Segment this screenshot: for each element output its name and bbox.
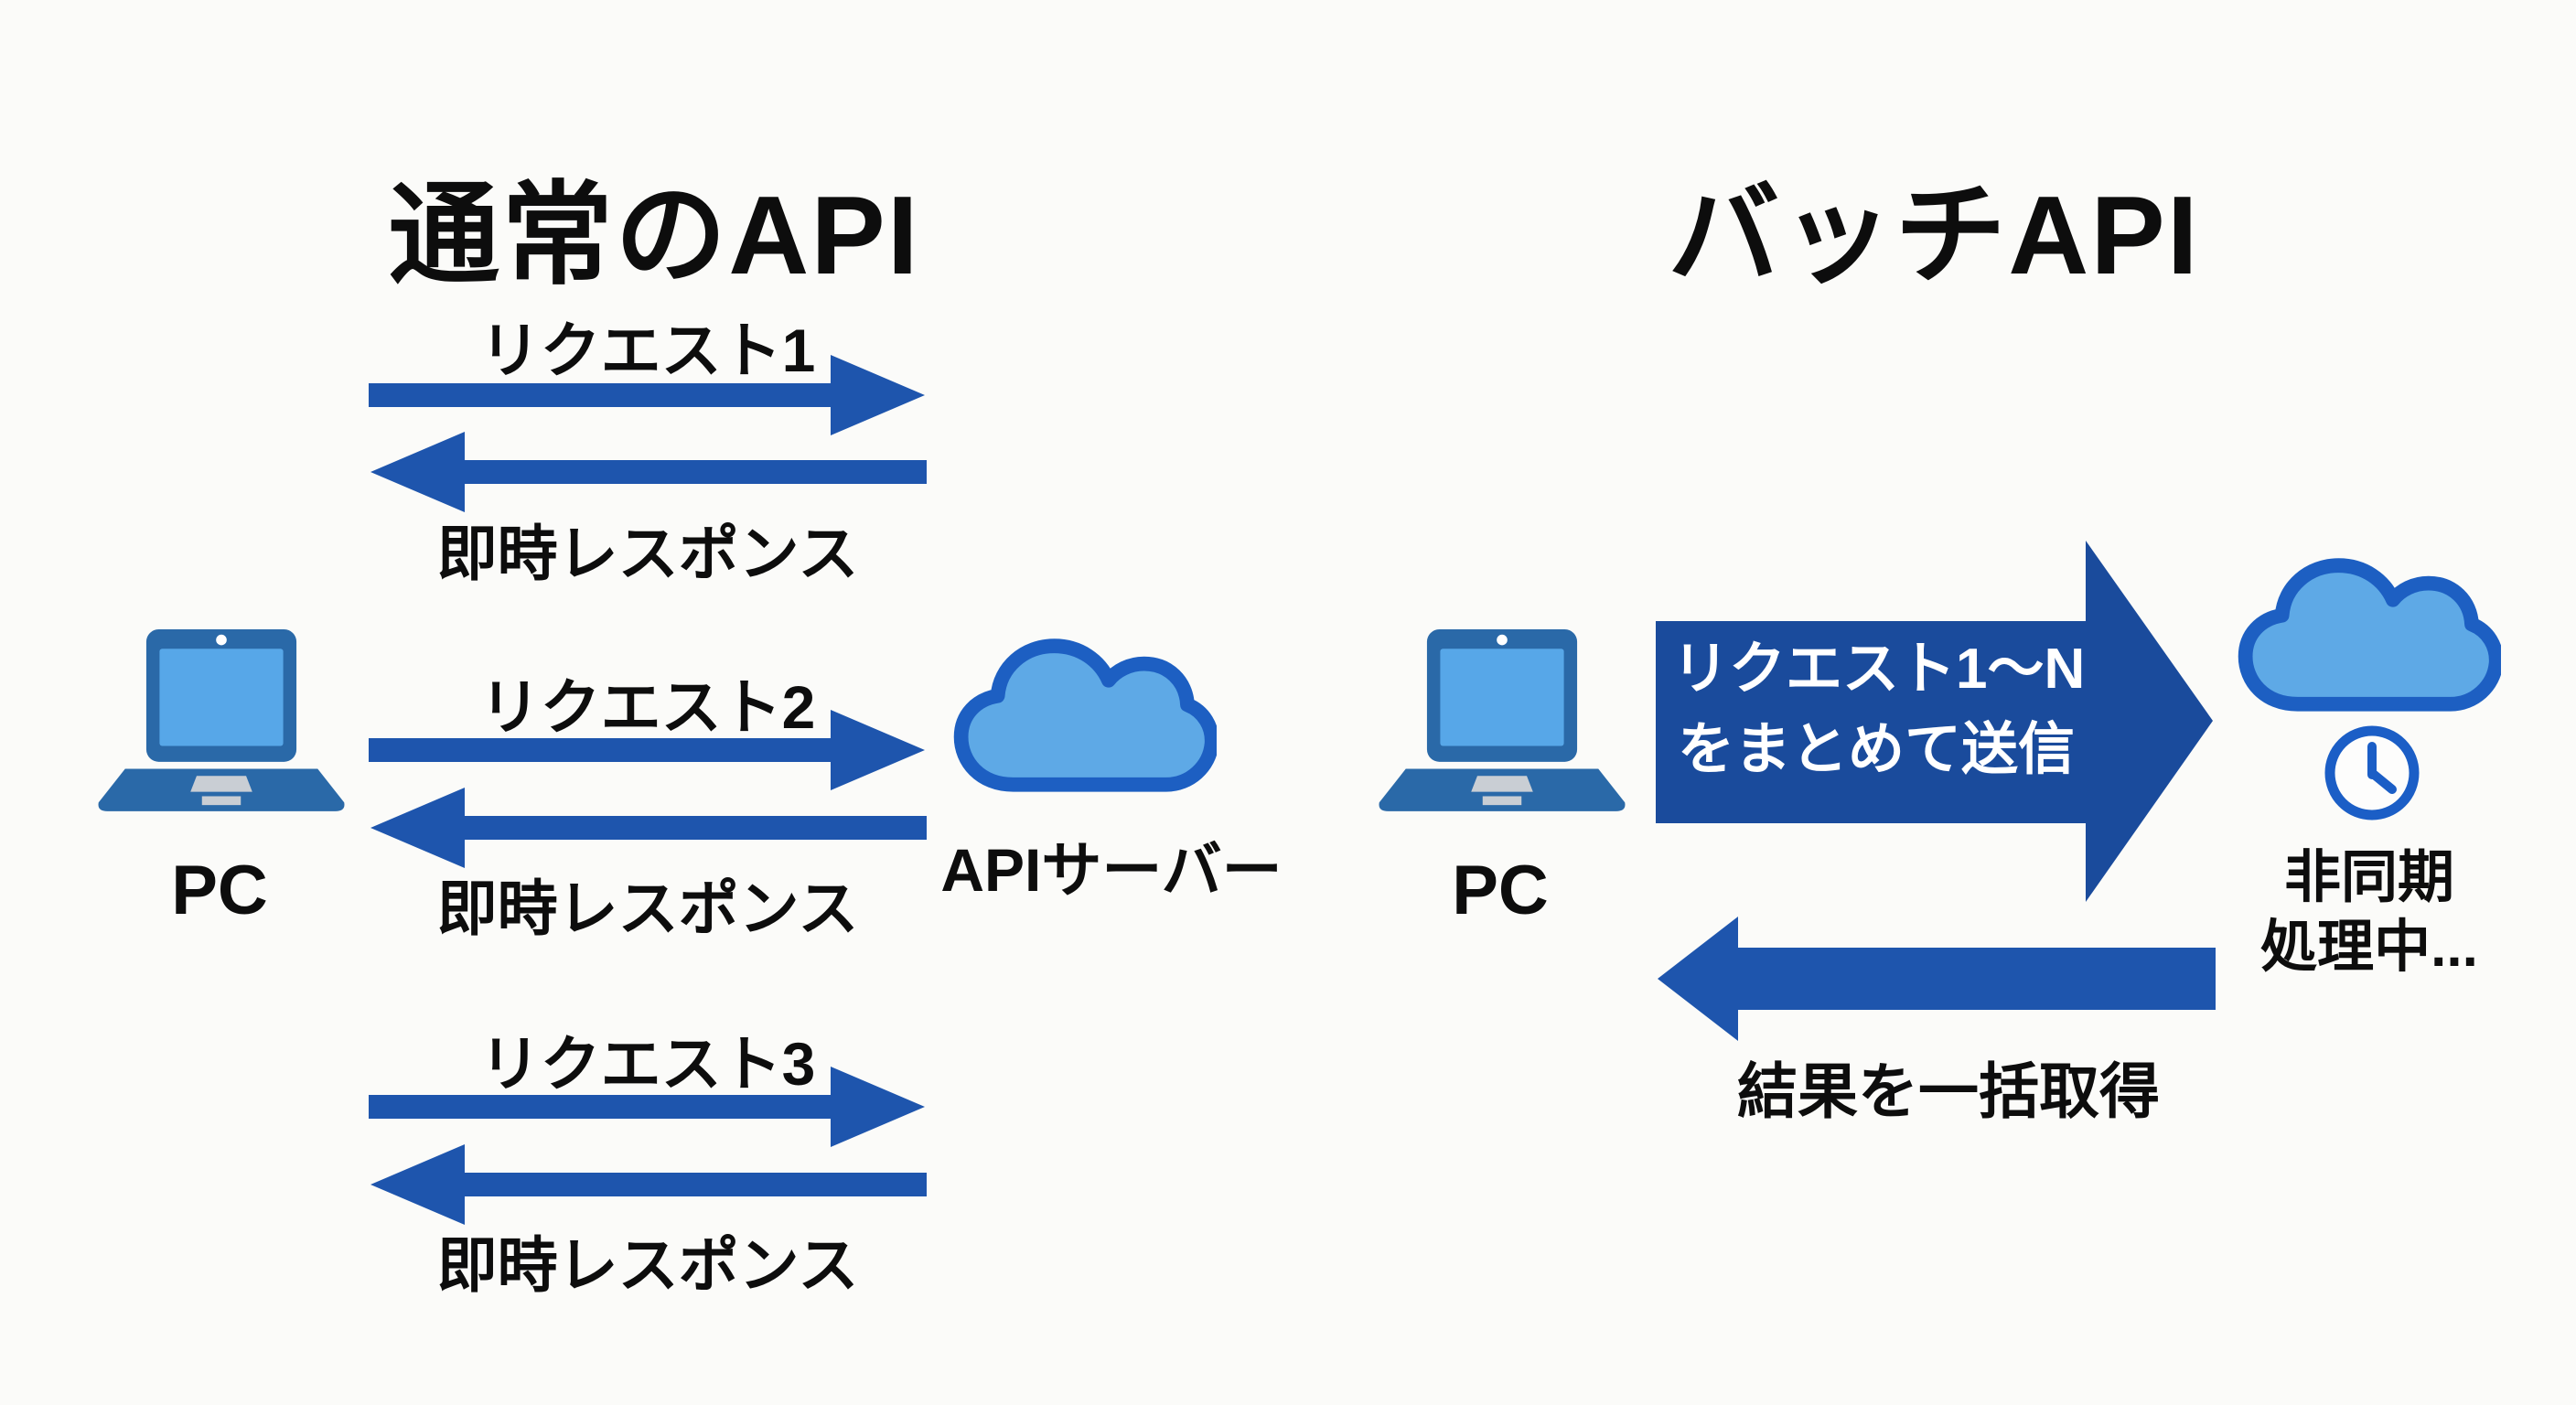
cloud-icon xyxy=(953,638,1217,792)
processing-status-line1: 非同期 xyxy=(2283,846,2454,909)
response-arrow-1-left-arrow-icon xyxy=(370,432,927,512)
laptop-icon xyxy=(98,629,345,811)
results-return-left-arrow-icon xyxy=(1658,917,2216,1041)
api-server-label: APIサーバー xyxy=(940,836,1283,904)
request-label-3: リクエスト3 xyxy=(479,1030,816,1098)
request-arrow-1-right-arrow-icon xyxy=(369,355,925,435)
request-arrow-2-right-arrow-icon xyxy=(369,710,925,790)
response-label-1: 即時レスポンス xyxy=(436,520,859,587)
request-label-2: リクエスト2 xyxy=(479,673,816,741)
results-return-label: 結果を一括取得 xyxy=(1737,1057,2160,1125)
batch-request-big-right-arrow-icon xyxy=(1656,541,2213,902)
right-title: バッチAPI xyxy=(1668,173,2200,297)
right-pc-label: PC xyxy=(1452,852,1549,929)
cloud-icon xyxy=(2238,558,2501,712)
laptop-icon xyxy=(1379,629,1626,811)
response-arrow-3-left-arrow-icon xyxy=(370,1144,927,1225)
processing-status: 非同期 処理中... xyxy=(2232,843,2506,982)
response-label-3: 即時レスポンス xyxy=(436,1231,859,1299)
response-arrow-2-left-arrow-icon xyxy=(370,788,927,868)
request-arrow-3-right-arrow-icon xyxy=(369,1067,925,1147)
batch-request-line2: をまとめて送信 xyxy=(1677,718,2075,781)
clock-icon xyxy=(2324,725,2420,820)
batch-request-arrow-text: リクエスト1〜N をまとめて送信 xyxy=(1672,629,2086,790)
batch-request-line1: リクエスト1〜N xyxy=(1672,638,2086,701)
processing-status-line2: 処理中... xyxy=(2260,916,2478,979)
request-label-1: リクエスト1 xyxy=(479,316,816,384)
left-title: 通常のAPI xyxy=(388,173,920,297)
response-label-2: 即時レスポンス xyxy=(436,874,859,942)
left-pc-label: PC xyxy=(171,852,268,929)
